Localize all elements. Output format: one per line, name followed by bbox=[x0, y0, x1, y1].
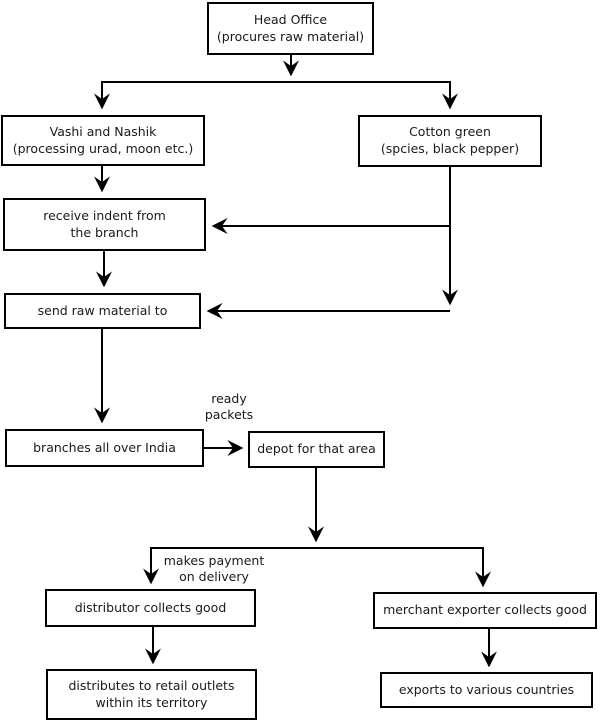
node-receive-indent: receive indent from the branch bbox=[3, 198, 206, 251]
node-merchant-exporter-collects: merchant exporter collects good bbox=[373, 592, 597, 629]
node-send-raw-material: send raw material to bbox=[4, 293, 201, 329]
label-makes-payment-on-delivery: makes payment on delivery bbox=[163, 553, 265, 585]
node-branches-all-over-india: branches all over India bbox=[5, 429, 204, 467]
node-exports-countries: exports to various countries bbox=[380, 672, 593, 708]
node-vashi-nashik: Vashi and Nashik (processing urad, moon … bbox=[1, 115, 205, 166]
label-ready-packets: ready packets bbox=[204, 391, 254, 423]
node-head-office: Head Office (procures raw material) bbox=[207, 2, 374, 55]
node-distributor-collects: distributor collects good bbox=[45, 589, 256, 627]
node-distributes-retail-outlets: distributes to retail outlets within its… bbox=[46, 669, 257, 720]
node-depot-for-area: depot for that area bbox=[248, 431, 385, 468]
node-cotton-green: Cotton green (spcies, black pepper) bbox=[358, 115, 542, 167]
